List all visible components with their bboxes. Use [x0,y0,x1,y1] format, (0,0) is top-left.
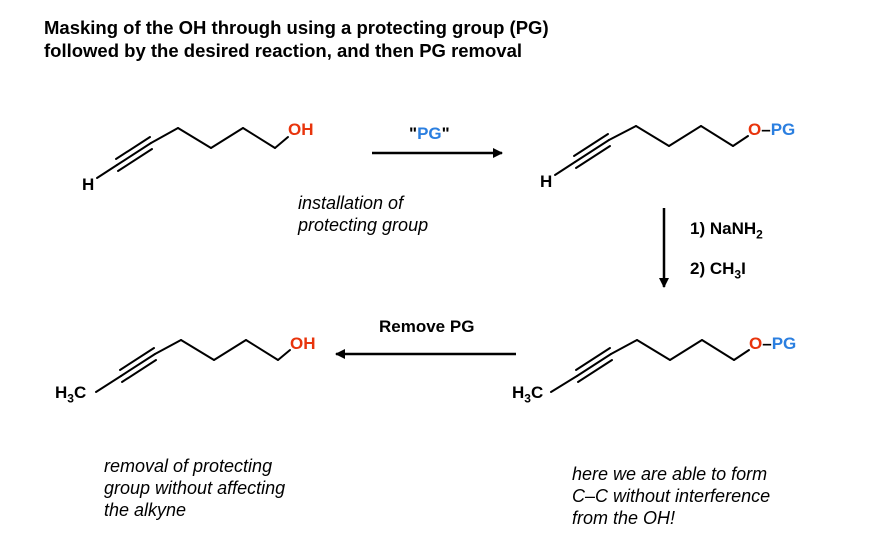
oxygen-label: O [748,120,762,139]
cc-caption-line: C–C without interference [572,486,771,506]
hydrogen-label: H [82,175,95,194]
remove-label: Remove PG [379,317,475,336]
step-2-tail: I [741,259,746,278]
methyl-subscript: 3 [67,391,74,406]
pg-label: PG [417,124,442,143]
install-reagent: "PG" [409,124,450,144]
removal-caption: removal of protecting group without affe… [104,455,285,521]
install-caption: installation of protecting group [298,192,428,236]
methyl-h: H [55,383,68,402]
bond-dash: – [762,334,772,353]
bond-dash: – [761,120,771,139]
methyl-subscript: 3 [524,391,531,406]
title-line-1: Masking of the OH through using a protec… [44,17,549,38]
molecule-1-skeleton [96,127,289,179]
step-2-subscript: 3 [734,267,742,282]
molecule-2-skeleton [554,125,749,176]
removal-caption-line: removal of protecting [104,456,273,476]
methyl-c: C [73,383,87,402]
removal-caption-line: group without affecting [104,478,286,498]
methyl-label: H3C [512,383,544,406]
removal-caption-line: the alkyne [104,500,187,520]
install-caption-line: installation of [298,193,404,213]
step-1-text: 1) NaNH [690,219,757,238]
hydroxyl-label: OH [290,334,316,353]
hydrogen-label: H [540,172,553,191]
title-line-2: followed by the desired reaction, and th… [44,40,523,61]
molecule-3-skeleton [550,339,750,393]
oxygen-label: O [749,334,763,353]
install-caption-line: protecting group [298,215,429,235]
pg-label: PG [771,334,797,353]
step-1-reagent: 1) NaNH2 [690,219,763,242]
methyl-label: H3C [55,383,87,406]
step-2-reagent: 2) CH3I [690,259,746,282]
methyl-h: H [512,383,525,402]
step-1-subscript: 2 [756,227,763,242]
pg-label: PG [770,120,796,139]
quote-close: " [441,124,450,143]
cc-caption-line: from the OH! [572,508,676,528]
ether-group: O–PG [748,120,795,140]
hydroxyl-label: OH [288,120,314,139]
methyl-c: C [530,383,544,402]
cc-caption: here we are able to form C–C without int… [572,463,770,529]
step-2-text: 2) CH [690,259,735,278]
cc-caption-line: here we are able to form [572,464,768,484]
molecule-4-skeleton [95,339,291,393]
ether-group: O–PG [749,334,796,354]
quote-open: " [409,124,418,143]
